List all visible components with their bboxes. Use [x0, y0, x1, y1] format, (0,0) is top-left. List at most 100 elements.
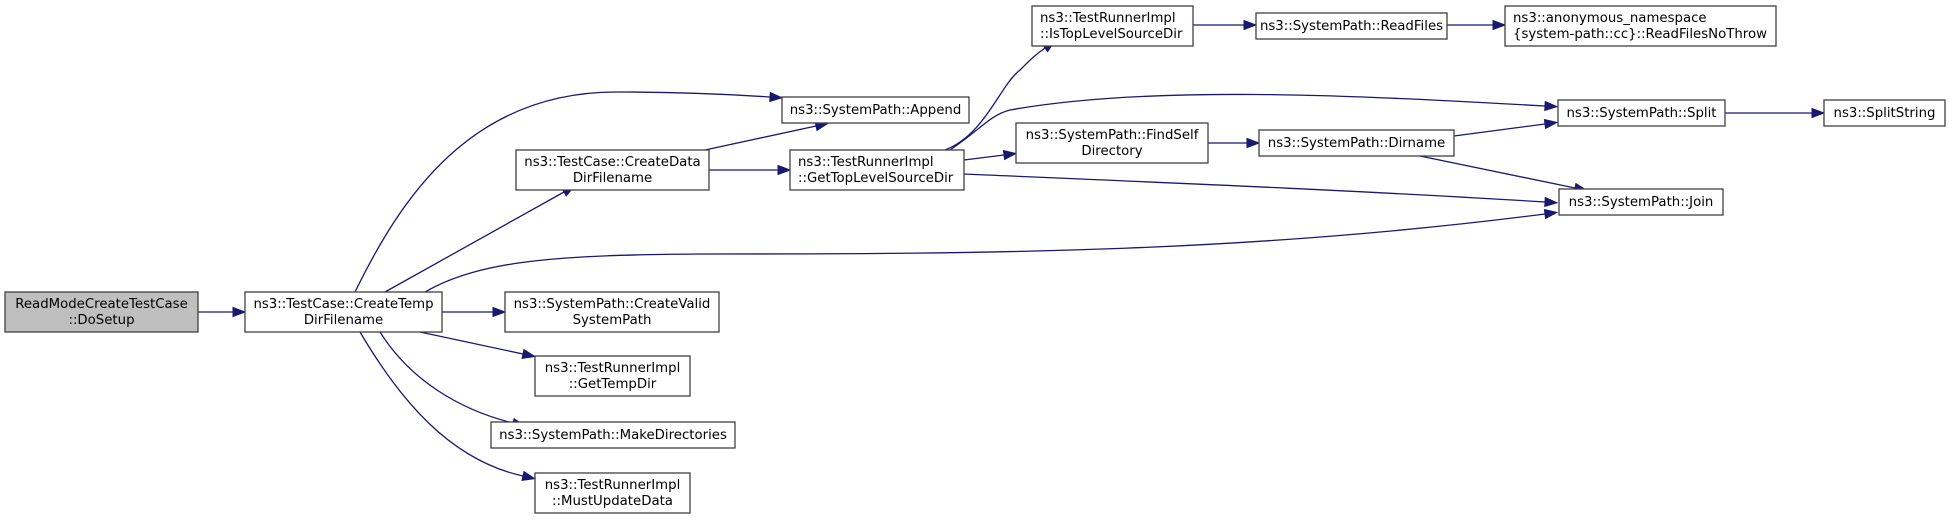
arrowhead-icon [769, 91, 784, 103]
arrowhead-icon [777, 164, 792, 176]
node-label: ::GetTempDir [569, 377, 657, 392]
node-label: ns3::TestCase::CreateTemp [253, 297, 433, 312]
node-label: ns3::SystemPath::Split [1566, 106, 1716, 121]
node-label: ns3::TestRunnerImpl [798, 155, 934, 170]
node-box [1031, 5, 1194, 47]
node-label: ::MustUpdateData [552, 494, 673, 509]
edge-createdata-to-gettoplevel [709, 164, 792, 176]
node-box [789, 149, 965, 191]
arrowhead-icon [1543, 208, 1559, 220]
edge-line [379, 331, 514, 424]
node-label: DirFilename [304, 313, 383, 328]
node-label: ::IsTopLevelSourceDir [1040, 27, 1183, 42]
node-box [534, 355, 691, 397]
node-label: ns3::SystemPath::Dirname [1268, 136, 1445, 151]
node-label: DirFilename [573, 171, 652, 186]
node-label: ns3::SystemPath::MakeDirectories [499, 428, 727, 443]
node-gettoplevel[interactable]: ns3::TestRunnerImpl::GetTopLevelSourceDi… [789, 149, 965, 191]
node-label: ns3::TestRunnerImpl [545, 361, 681, 376]
arrowhead-icon [1544, 196, 1559, 208]
arrowhead-icon [1492, 19, 1507, 31]
edge-createtemp-to-gettempdir [419, 331, 537, 360]
edge-dirname-to-split [1453, 118, 1559, 137]
edge-dosetup-to-createtemp [198, 306, 247, 318]
node-label: SystemPath [573, 313, 652, 328]
edge-line [384, 191, 565, 293]
edge-createtemp-to-createvalid [442, 306, 507, 318]
node-box [515, 149, 710, 191]
node-box [534, 472, 691, 514]
arrowhead-icon [1243, 19, 1258, 31]
node-label: ns3::anonymous_namespace [1513, 11, 1707, 26]
node-label: ns3::SplitString [1834, 106, 1936, 121]
edge-createdata-to-append [704, 121, 830, 151]
node-box [781, 96, 970, 124]
edge-gettoplevel-to-findself [963, 149, 1018, 161]
arrowhead-icon [521, 348, 537, 360]
node-label: {system-path::cc}::ReadFilesNoThrow [1513, 27, 1767, 42]
node-box [1255, 12, 1448, 40]
node-box [1504, 5, 1777, 47]
edge-line [1453, 123, 1546, 137]
node-dirname[interactable]: ns3::SystemPath::Dirname [1258, 129, 1455, 157]
node-label: ns3::SystemPath::Join [1569, 195, 1714, 210]
node-split[interactable]: ns3::SystemPath::Split [1557, 99, 1726, 127]
edge-istoplevel-to-readfiles [1193, 19, 1258, 31]
node-join[interactable]: ns3::SystemPath::Join [1558, 188, 1724, 216]
node-label: ReadModeCreateTestCase [15, 297, 188, 312]
node-box [490, 421, 736, 449]
node-label: ns3::TestCase::CreateData [524, 155, 700, 170]
edge-createtemp-to-makedirs [379, 331, 527, 428]
node-box [504, 291, 720, 333]
arrowhead-icon [1544, 100, 1559, 112]
node-readfiles[interactable]: ns3::SystemPath::ReadFiles [1255, 12, 1448, 40]
arrowhead-icon [492, 306, 507, 318]
edge-line [424, 213, 1546, 293]
node-box [244, 291, 443, 333]
node-box [1557, 99, 1726, 127]
node-label: ns3::TestRunnerImpl [545, 478, 681, 493]
node-mustupdate[interactable]: ns3::TestRunnerImpl::MustUpdateData [534, 472, 691, 514]
node-istoplevel[interactable]: ns3::TestRunnerImpl::IsTopLevelSourceDir [1031, 5, 1194, 47]
arrowhead-icon [521, 470, 537, 481]
edge-dirname-to-join [1419, 155, 1589, 194]
edge-line [354, 91, 771, 293]
node-label: ns3::SystemPath::Append [790, 103, 962, 118]
node-readfilesnothrow[interactable]: ns3::anonymous_namespace{system-path::cc… [1504, 5, 1777, 47]
node-box [1015, 122, 1209, 164]
arrowhead-icon [1246, 137, 1261, 149]
edge-line [949, 93, 1546, 151]
arrowhead-icon [1543, 118, 1559, 130]
edge-createtemp-to-createdata [384, 185, 576, 293]
node-label: ::GetTopLevelSourceDir [798, 171, 954, 186]
edge-line [359, 331, 524, 477]
node-append[interactable]: ns3::SystemPath::Append [781, 96, 970, 124]
edge-gettoplevel-to-split [949, 93, 1559, 151]
node-box [1258, 129, 1455, 157]
node-gettempdir[interactable]: ns3::TestRunnerImpl::GetTempDir [534, 355, 691, 397]
node-label: ns3::SystemPath::FindSelf [1026, 128, 1199, 143]
arrowhead-icon [1811, 107, 1826, 119]
node-label: ns3::TestRunnerImpl [1040, 11, 1176, 26]
node-dosetup: ReadModeCreateTestCase::DoSetup [4, 291, 199, 333]
edge-line [704, 125, 817, 151]
edge-findself-to-dirname [1208, 137, 1261, 149]
node-label: Directory [1081, 144, 1142, 159]
node-splitstring[interactable]: ns3::SplitString [1823, 99, 1946, 127]
node-makedirs[interactable]: ns3::SystemPath::MakeDirectories [490, 421, 736, 449]
node-box [1558, 188, 1724, 216]
edge-createtemp-to-join [424, 208, 1559, 293]
node-box [4, 291, 199, 333]
node-label: ns3::SystemPath::ReadFiles [1260, 19, 1443, 34]
edge-line [963, 173, 1546, 203]
edge-createtemp-to-append [354, 91, 784, 293]
node-label: ns3::SystemPath::CreateValid [514, 297, 711, 312]
edge-split-to-splitstring [1725, 107, 1826, 119]
node-label: ::DoSetup [68, 313, 134, 328]
arrowhead-icon [1002, 149, 1018, 161]
